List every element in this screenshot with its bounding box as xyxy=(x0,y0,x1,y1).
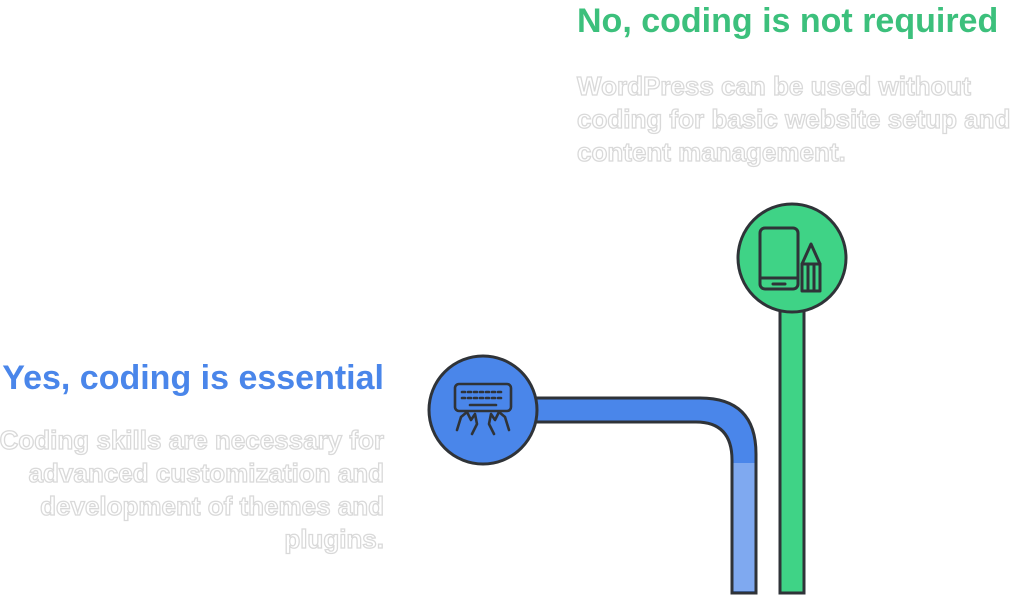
blue-node xyxy=(427,354,539,466)
phone-pencil-icon xyxy=(758,226,822,293)
keyboard-hands-icon xyxy=(453,382,513,436)
green-node xyxy=(736,202,848,314)
blue-path xyxy=(523,396,758,595)
option-yes-title: Yes, coding is essential xyxy=(2,359,384,397)
green-path xyxy=(778,298,806,595)
option-yes-description: Coding skills are necessary for advanced… xyxy=(0,424,385,554)
option-no-title: No, coding is not required xyxy=(577,2,999,40)
option-no-description: WordPress can be used without coding for… xyxy=(576,70,1011,167)
